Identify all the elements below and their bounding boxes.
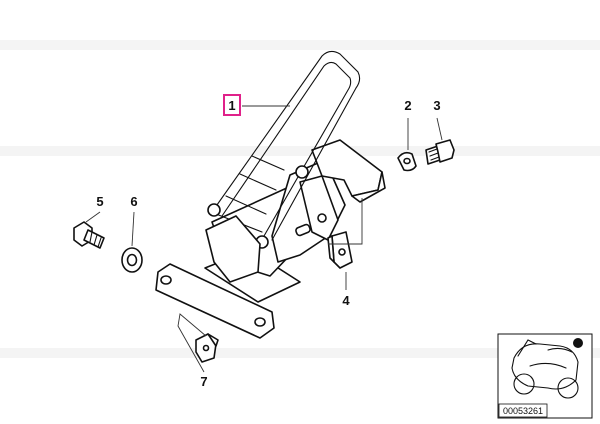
handle-crossbar-3 <box>225 195 267 215</box>
callout-6-label[interactable]: 6 <box>130 194 137 209</box>
motorcycle-windscreen <box>517 339 537 357</box>
leader-4 <box>328 198 363 290</box>
callout-4-label[interactable]: 4 <box>342 293 350 308</box>
part-3-bolt[interactable] <box>425 139 455 165</box>
leader-7 <box>177 313 207 373</box>
clip-nut-4-lip <box>327 235 335 263</box>
callout-7-label[interactable]: 7 <box>200 374 207 389</box>
clip-nut-4-hole <box>338 248 346 256</box>
handle-crossbar-1 <box>251 155 285 171</box>
motorcycle-rear-wheel <box>557 377 579 399</box>
strap-plate-hole-left <box>160 275 172 285</box>
bracket-foot-plate <box>205 215 261 283</box>
leader-5 <box>85 211 101 223</box>
leader-lines <box>85 105 443 373</box>
callout-1[interactable]: 1 <box>223 94 241 116</box>
motorcycle-fairing <box>511 343 579 390</box>
motorcycle-icon <box>511 339 579 399</box>
watermark-band-bottom <box>0 348 600 358</box>
reference-code-box <box>498 403 548 418</box>
watermark-band-top <box>0 40 600 50</box>
motorcycle-front-wheel <box>513 373 535 395</box>
watermark-band-mid <box>0 146 600 156</box>
part-1-bracket[interactable] <box>204 50 386 303</box>
location-dot-icon <box>573 338 583 348</box>
handle-inner <box>221 61 352 237</box>
motorcycle-seat <box>547 347 573 353</box>
callout-1-frame <box>223 94 241 116</box>
location-thumbnail: 00053261 <box>497 333 593 419</box>
part-5-bolt[interactable] <box>73 221 105 249</box>
pivot-left <box>207 203 221 217</box>
clip-nut-7-hole <box>202 344 210 352</box>
bracket-slot <box>295 223 311 237</box>
part-6-washer[interactable] <box>121 247 143 273</box>
callout-5-label[interactable]: 5 <box>96 194 103 209</box>
bracket-bolt-hole <box>317 213 327 223</box>
part-4-clip-nut[interactable] <box>327 231 353 269</box>
clip-nut-7-tab <box>207 333 219 347</box>
motorcycle-body-line <box>529 362 567 369</box>
leader-6 <box>131 211 135 247</box>
bolt-5-thread <box>89 231 102 248</box>
strap-plate-hole-right <box>254 317 266 327</box>
reference-code: 00053261 <box>503 406 543 416</box>
washer-6-inner <box>126 253 138 267</box>
callout-2-label[interactable]: 2 <box>404 98 411 113</box>
callout-3-label[interactable]: 3 <box>433 98 440 113</box>
handle-crossbar-2 <box>239 173 277 191</box>
strap-plate <box>155 263 275 339</box>
part-2-washer[interactable] <box>397 151 417 172</box>
bracket-front-plate <box>299 175 339 241</box>
pivot-upper <box>295 165 309 179</box>
bolt-3-thread <box>428 148 440 161</box>
handle-outer <box>211 50 361 241</box>
bracket-upper-tab-flange <box>351 171 386 203</box>
strap-plate-body <box>155 263 275 339</box>
washer-2-hole <box>403 157 411 165</box>
leader-3 <box>436 117 443 141</box>
callout-1-label: 1 <box>228 98 235 113</box>
part-7-clip-nut[interactable] <box>195 333 219 363</box>
bolt-3-head <box>435 139 455 163</box>
